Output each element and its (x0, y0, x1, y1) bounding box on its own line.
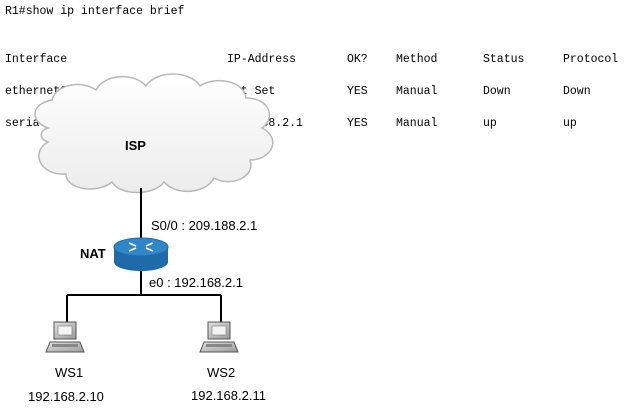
header-ok: OK? (347, 53, 368, 66)
ws2-ip-label: 192.168.2.11 (191, 388, 266, 403)
ws2-computer-icon (199, 321, 239, 353)
header-ip-address: IP-Address (227, 53, 297, 66)
cell-interface: ethernet0 (5, 85, 68, 98)
ws1-name-label: WS1 (55, 365, 84, 380)
cell-ok: YES (347, 117, 368, 130)
ws1-computer-icon (45, 321, 85, 353)
cell-status: up (483, 117, 497, 130)
table-header-row: Interface IP-Address OK? Method Status P… (5, 52, 630, 68)
header-protocol: Protocol (563, 53, 619, 66)
cell-method: Manual (396, 117, 438, 130)
header-interface: Interface (5, 53, 68, 66)
ws1-ip-label: 192.168.2.10 (28, 389, 104, 404)
cell-protocol: up (563, 117, 577, 130)
router-icon (113, 237, 169, 271)
ethernet-interface-label: e0 : 192.168.2.1 (149, 275, 243, 290)
cell-method: Manual (396, 85, 438, 98)
cell-ok: YES (347, 85, 368, 98)
ws2-name-label: WS2 (207, 365, 236, 380)
isp-label: ISP (125, 138, 146, 153)
cli-prompt: R1#show ip interface brief (5, 5, 185, 18)
table-row: ethernet0 Not Set YES Manual Down Down (5, 84, 630, 100)
header-method: Method (396, 53, 438, 66)
nat-label: NAT (80, 246, 106, 261)
cell-status: Down (483, 85, 511, 98)
header-status: Status (483, 53, 525, 66)
serial-interface-label: S0/0 : 209.188.2.1 (151, 218, 258, 233)
cell-protocol: Down (563, 85, 591, 98)
isp-cloud-icon (34, 73, 274, 194)
